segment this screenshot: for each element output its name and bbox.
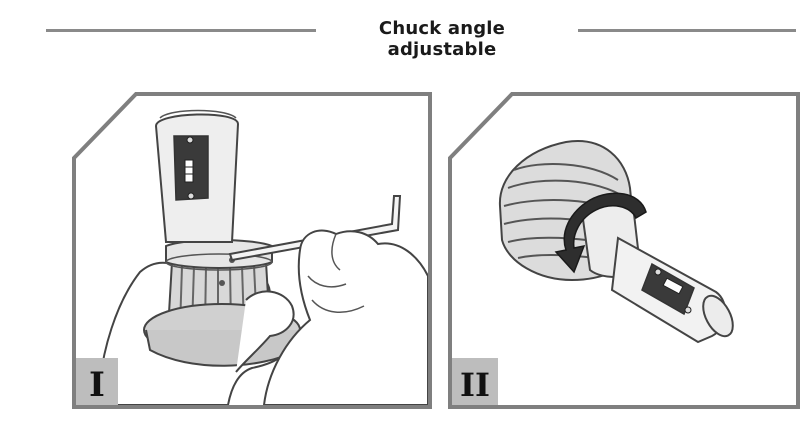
header-rule-right (578, 29, 796, 32)
rotation-arrow-icon (554, 192, 647, 274)
right-hand-icon (262, 229, 428, 405)
panel-one-badge (76, 358, 118, 405)
allen-key-icon (228, 195, 402, 262)
page-title: Chuck angle adjustable (378, 18, 506, 60)
header-rule-left (46, 29, 316, 32)
panel-two-badge (452, 358, 498, 405)
panel-one-numeral: I (89, 365, 105, 405)
bulb-adjust-illustration (96, 109, 428, 405)
panel-two-numeral: II (460, 366, 490, 404)
bulb-rotate-illustration (498, 140, 734, 344)
